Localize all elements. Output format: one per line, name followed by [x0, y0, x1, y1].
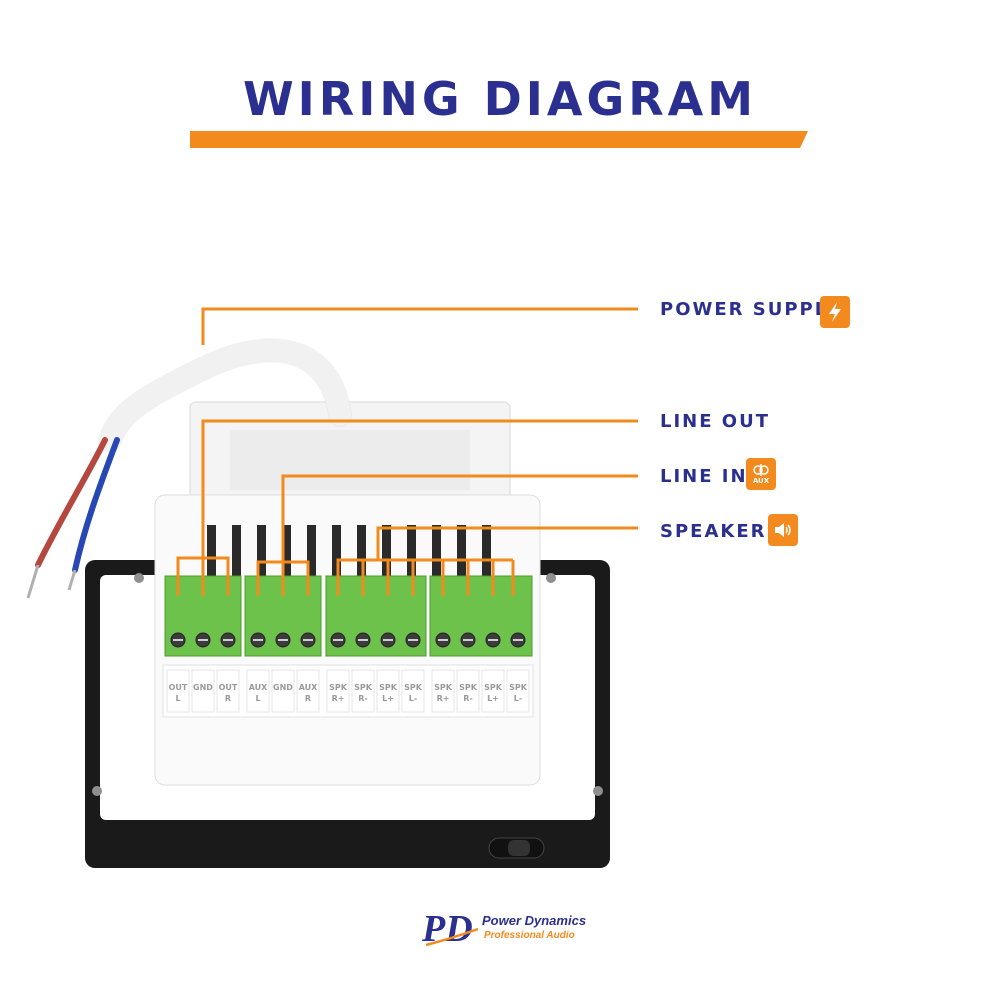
terminal-label-top: GND — [273, 683, 293, 692]
terminal-label-top: OUT — [169, 683, 188, 692]
power-cable — [99, 339, 351, 451]
terminal-label-cell — [326, 669, 350, 713]
terminal-label-cell — [351, 669, 375, 713]
terminal-label-bottom: L+ — [487, 694, 499, 703]
terminal-label-top: AUX — [299, 683, 318, 692]
lightning-icon — [820, 296, 850, 328]
logo-mark-icon: PD — [421, 908, 479, 947]
title-underline — [190, 131, 808, 148]
terminal-label-cell — [271, 669, 295, 713]
terminal-label-cell — [191, 669, 215, 713]
label-line-out: LINE OUT — [660, 411, 770, 432]
terminal-label-bottom: R+ — [437, 694, 450, 703]
terminal-label-bottom: L- — [409, 694, 417, 703]
terminal-label-cell — [481, 669, 505, 713]
terminal-label-bottom: L — [175, 694, 180, 703]
logo-name: Power Dynamics — [482, 913, 587, 928]
terminal-label-top: SPK — [404, 683, 423, 692]
terminal-label-top: SPK — [434, 683, 453, 692]
terminal-label-top: SPK — [459, 683, 478, 692]
terminal-label-bottom: R — [305, 694, 311, 703]
terminal-label-cell — [216, 669, 240, 713]
terminal-label-cell — [376, 669, 400, 713]
terminal-label-cell — [431, 669, 455, 713]
aux-icon: AUX — [746, 458, 776, 490]
terminal-label-top: SPK — [484, 683, 503, 692]
terminal-label-top: SPK — [354, 683, 373, 692]
brand-logo: PD Power Dynamics Professional Audio — [420, 905, 590, 950]
terminal-label-bottom: R+ — [332, 694, 345, 703]
callout-line-speakers — [376, 526, 638, 560]
terminal-label-cell — [401, 669, 425, 713]
callout-line-line-out — [201, 419, 638, 596]
label-power-supply: POWER SUPPLY — [660, 299, 841, 320]
terminal-label-cell — [456, 669, 480, 713]
aux-icon-text: AUX — [752, 477, 770, 485]
terminal-label-cell — [506, 669, 530, 713]
label-speakers: SPEAKERS — [660, 521, 782, 542]
terminal-label-strip — [162, 664, 534, 718]
label-line-in: LINE IN — [660, 466, 748, 487]
page-title: WIRING DIAGRAM — [242, 72, 758, 126]
terminal-label-top: SPK — [379, 683, 398, 692]
terminal-label-bottom: L- — [514, 694, 522, 703]
terminal-label-top: AUX — [249, 683, 268, 692]
terminal-label-bottom: R- — [358, 694, 367, 703]
speaker-icon — [768, 514, 798, 546]
terminal-label-top: SPK — [329, 683, 348, 692]
terminal-label-top: GND — [193, 683, 213, 692]
terminal-label-cell — [296, 669, 320, 713]
logo-subtitle: Professional Audio — [484, 930, 575, 941]
terminal-label-bottom: L — [255, 694, 260, 703]
callout-line-line-in — [281, 474, 638, 596]
terminal-label-bottom: R- — [463, 694, 472, 703]
callout-line-power — [201, 307, 638, 345]
terminal-label-bottom: L+ — [382, 694, 394, 703]
terminal-label-bottom: R — [225, 694, 231, 703]
terminal-label-cell — [166, 669, 190, 713]
terminal-label-top: SPK — [509, 683, 528, 692]
terminal-label-cell — [246, 669, 270, 713]
logo-mark-text: PD — [421, 908, 473, 947]
terminal-label-top: OUT — [219, 683, 238, 692]
